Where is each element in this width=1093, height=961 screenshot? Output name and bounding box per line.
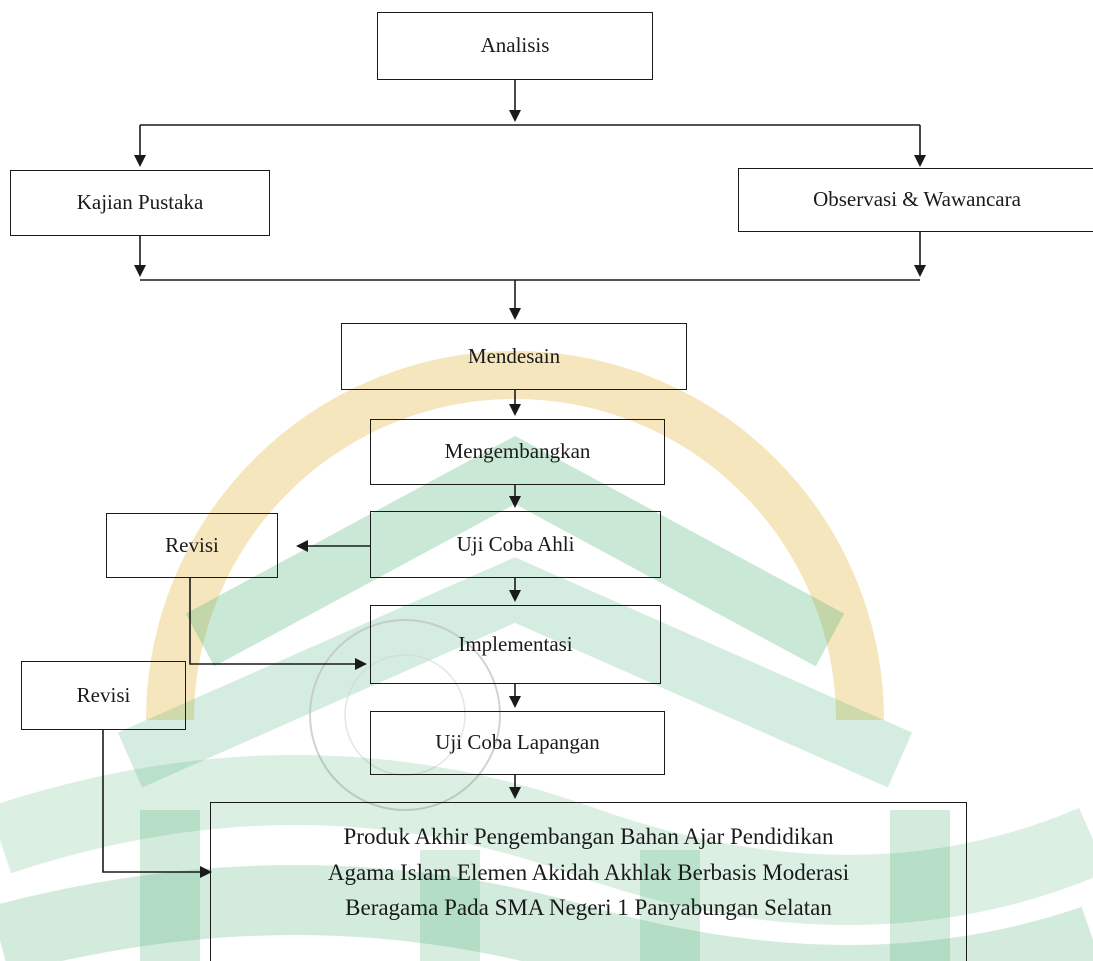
connector-revisi-1-to-implementasi (189, 578, 367, 670)
connector-revisi-2-to-produk-akhir (102, 730, 212, 878)
node-produk-akhir: Produk Akhir Pengembangan Bahan Ajar Pen… (210, 802, 967, 961)
watermark-green-pillar (890, 810, 950, 961)
node-kajian-pustaka: Kajian Pustaka (10, 170, 270, 236)
watermark-gold-arch (146, 351, 884, 721)
node-uji-coba-lapangan: Uji Coba Lapangan (370, 711, 665, 775)
watermark-green-chevron (185, 435, 845, 667)
produk-akhir-line-1: Produk Akhir Pengembangan Bahan Ajar Pen… (343, 824, 834, 849)
watermark-green-pillar (640, 850, 700, 961)
watermark-globe (309, 619, 501, 811)
node-implementasi: Implementasi (370, 605, 661, 684)
produk-akhir-line-3: Beragama Pada SMA Negeri 1 Panyabungan S… (345, 895, 832, 921)
node-mendesain: Mendesain (341, 323, 687, 390)
watermark-green-pillar (420, 850, 480, 961)
node-revisi-1: Revisi (106, 513, 278, 578)
watermark-green-band (0, 755, 1093, 925)
node-analisis: Analisis (377, 12, 653, 80)
node-mengembangkan: Mengembangkan (370, 419, 665, 485)
watermark-green-band (0, 865, 1093, 961)
node-observasi-wawancara: Observasi & Wawancara (738, 168, 1093, 232)
produk-akhir-line-2: Agama Islam Elemen Akidah Akhlak Berbasi… (327, 859, 850, 885)
watermark-green-pillar (140, 810, 200, 961)
node-revisi-2: Revisi (21, 661, 186, 730)
node-uji-coba-ahli: Uji Coba Ahli (370, 511, 661, 578)
